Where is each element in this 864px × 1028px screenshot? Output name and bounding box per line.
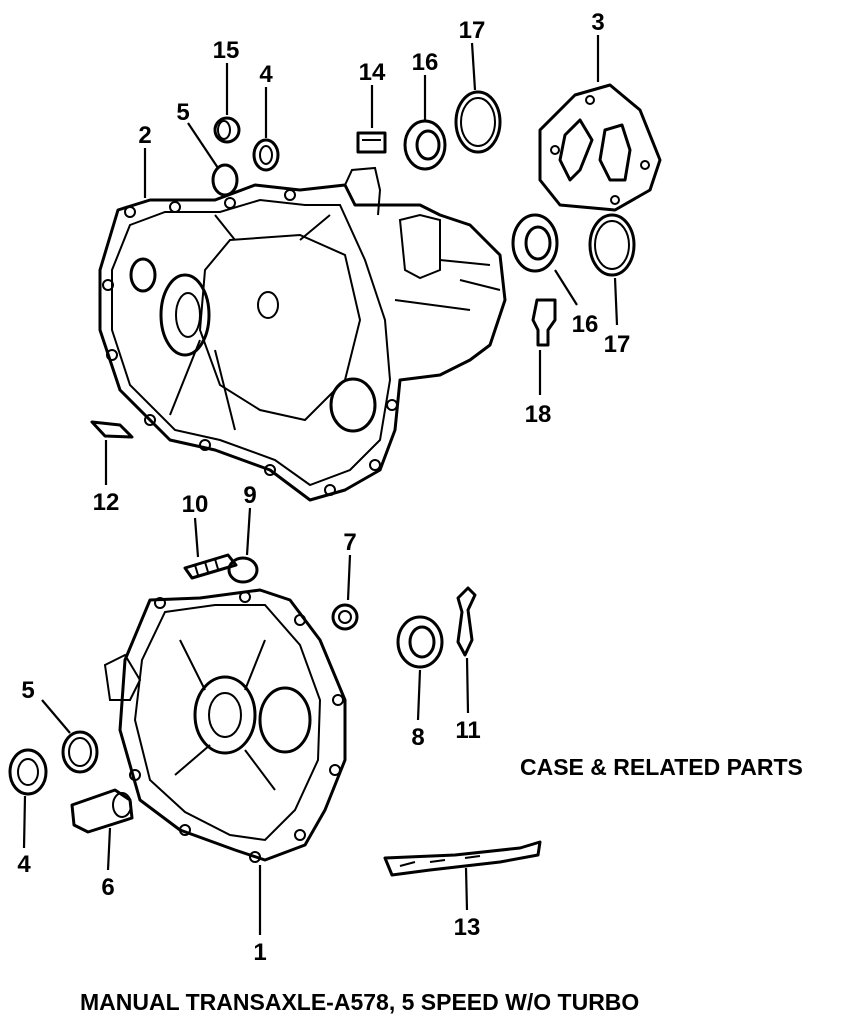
part-7-bushing xyxy=(331,603,359,631)
callout-10: 10 xyxy=(182,491,209,518)
callout-6: 6 xyxy=(101,874,114,901)
callout-13: 13 xyxy=(454,914,481,941)
part-8-bearing xyxy=(396,615,444,669)
diagram-footer-title: MANUAL TRANSAXLE-A578, 5 SPEED W/O TURBO xyxy=(80,989,639,1015)
part-16-bearing-upper xyxy=(403,119,447,171)
callout-4: 4 xyxy=(259,61,273,88)
part-15-plug xyxy=(213,116,241,144)
part-18-switch xyxy=(531,298,557,347)
callout-4: 4 xyxy=(17,851,31,878)
part-12-clip xyxy=(90,420,134,439)
callout-5: 5 xyxy=(176,99,189,126)
callout-8: 8 xyxy=(411,724,424,751)
callout-17: 17 xyxy=(604,331,631,358)
part-16-bearing-right xyxy=(511,213,559,273)
callout-3: 3 xyxy=(591,9,604,36)
callout-11: 11 xyxy=(455,717,480,744)
part-5-seal-lower xyxy=(61,730,99,774)
part-9-sleeve xyxy=(227,556,259,584)
callout-17: 17 xyxy=(459,17,486,44)
callout-1: 1 xyxy=(253,939,266,966)
part-11-clip xyxy=(456,586,477,657)
callout-9: 9 xyxy=(243,482,256,509)
part-4-seal-lower xyxy=(8,748,48,796)
callout-2: 2 xyxy=(138,122,151,149)
callout-18: 18 xyxy=(525,401,552,428)
callout-16: 16 xyxy=(572,311,599,338)
part-17-ring-upper xyxy=(454,90,502,154)
transaxle-case-upper xyxy=(98,166,507,502)
part-6-guide-tube xyxy=(70,788,134,834)
leader-lines xyxy=(22,35,619,935)
part-13-shift-fork xyxy=(383,840,542,877)
callout-numbers: 15 4 14 16 17 3 5 2 16 17 18 12 10 9 7 5… xyxy=(17,9,630,966)
part-4-seal-upper xyxy=(252,138,280,172)
callout-16: 16 xyxy=(412,49,439,76)
part-5-seal-upper xyxy=(211,163,239,197)
part-14-plug xyxy=(356,131,387,154)
clutch-housing-lower xyxy=(103,588,347,863)
part-10-bolt xyxy=(183,553,238,580)
part-17-ring-right xyxy=(588,213,636,277)
diagram-caption: CASE & RELATED PARTS xyxy=(520,754,803,780)
callout-12: 12 xyxy=(93,489,120,516)
callout-15: 15 xyxy=(213,37,240,64)
callout-7: 7 xyxy=(343,529,356,556)
part-3-cover-plate xyxy=(538,83,662,212)
callout-14: 14 xyxy=(359,59,386,86)
callout-5: 5 xyxy=(21,677,34,704)
